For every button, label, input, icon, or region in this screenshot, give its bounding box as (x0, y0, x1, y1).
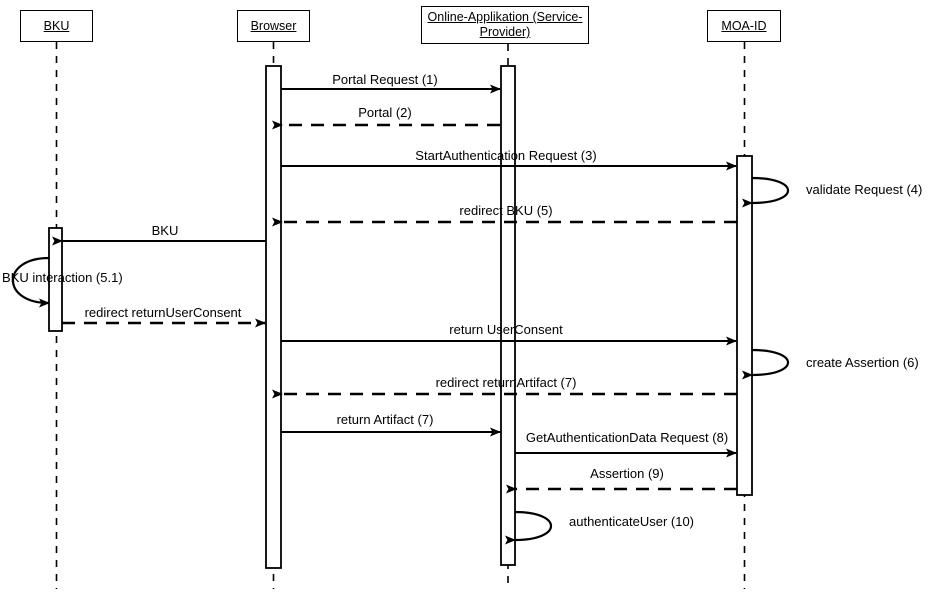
message-label-14: Assertion (9) (590, 466, 664, 481)
lifeline-header-label-moaid: MOA-ID (721, 18, 767, 33)
message-selfcall-15[interactable] (504, 510, 553, 545)
message-selfcall-7[interactable] (11, 256, 50, 308)
activation-bar-bku[interactable] (48, 227, 63, 332)
message-selfcall-10[interactable] (741, 348, 789, 380)
message-label-13: GetAuthenticationData Request (8) (525, 430, 729, 445)
message-selfcall-4[interactable] (741, 176, 789, 208)
message-label-3: StartAuthentication Request (3) (415, 148, 597, 163)
message-label-2: Portal (2) (358, 105, 412, 120)
message-label-10: create Assertion (6) (806, 355, 919, 370)
message-label-9: return UserConsent (449, 322, 563, 337)
message-label-6: BKU (151, 223, 179, 238)
lifeline-header-moaid[interactable]: MOA-ID (707, 10, 781, 42)
message-label-12: return Artifact (7) (336, 412, 434, 427)
activation-bar-oa[interactable] (500, 65, 516, 566)
lifeline-header-label-oa: Online-Applikation (Service- Provider) (427, 10, 583, 39)
message-label-4: validate Request (4) (806, 182, 923, 197)
message-label-11: redirect returnArtifact (7) (435, 375, 577, 390)
activation-layer (48, 65, 753, 569)
activation-bar-browser[interactable] (265, 65, 282, 569)
message-layer (11, 84, 789, 545)
lifeline-header-bku[interactable]: BKU (20, 10, 93, 42)
lifeline-header-browser[interactable]: Browser (237, 10, 310, 42)
message-label-15: authenticateUser (10) (569, 514, 695, 529)
lifeline-header-oa[interactable]: Online-Applikation (Service- Provider) (421, 6, 589, 44)
activation-bar-moaid[interactable] (736, 155, 753, 496)
message-label-5: redirect BKU (5) (459, 203, 553, 218)
message-label-8: redirect returnUserConsent (84, 305, 242, 320)
message-label-7: BKU interaction (5.1) (2, 270, 123, 285)
message-label-1: Portal Request (1) (332, 72, 438, 87)
lifeline-header-label-browser: Browser (250, 18, 297, 33)
lifeline-header-label-bku: BKU (43, 18, 70, 33)
